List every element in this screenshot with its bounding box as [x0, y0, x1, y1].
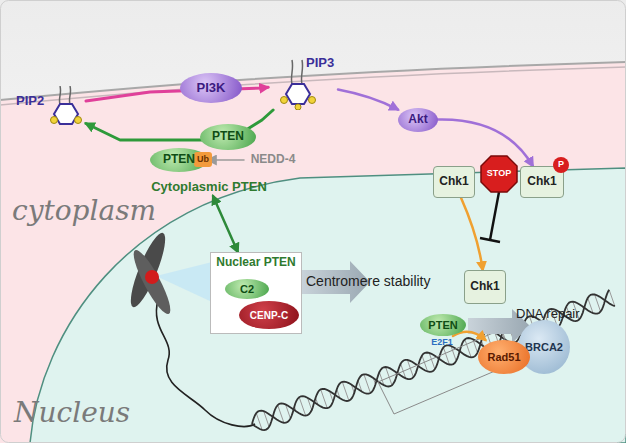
- centromere: [145, 270, 159, 284]
- chromatid: [128, 246, 176, 317]
- dna-strand: [252, 294, 615, 424]
- molecule-node: Cytoplasmic PTEN: [146, 178, 272, 196]
- dna-helix: [252, 290, 615, 430]
- molecule-node: PIP3: [268, 56, 338, 110]
- node-text: CENP-C: [250, 310, 288, 321]
- pathway-arrow: [438, 119, 533, 166]
- molecule-node: PTEN: [200, 124, 256, 150]
- molecule-node: STOP: [480, 155, 518, 193]
- pathway-arrow: [338, 90, 398, 110]
- base-pair: [342, 382, 349, 401]
- dna-strand: [252, 290, 609, 430]
- molecule-node: PI3K: [180, 73, 242, 103]
- molecule-node: PTEN: [420, 314, 466, 336]
- node-text: PIP2: [16, 94, 44, 108]
- text-label: cytoplasm: [12, 194, 156, 227]
- molecule-node: Rad51: [478, 340, 530, 374]
- pathway-arrow: [208, 159, 244, 161]
- node-text: PIP3: [306, 56, 334, 70]
- node-text: C2: [240, 283, 254, 295]
- molecule-node: Chk1: [464, 270, 506, 304]
- node-text: Chk1: [527, 175, 556, 188]
- molecule-node: Ub: [194, 152, 212, 167]
- inhibition-bar: [480, 238, 500, 242]
- text-label: DNA repair: [516, 306, 580, 321]
- molecule-node: C2: [225, 279, 269, 299]
- node-text: PI3K: [197, 81, 226, 95]
- molecule-node: NEDD-4: [244, 152, 302, 168]
- molecule-node: PIP2: [14, 86, 86, 126]
- node-text: Akt: [408, 113, 427, 126]
- base-pair: [321, 389, 328, 408]
- text-label: Centromere stability: [306, 273, 431, 289]
- node-text: Nuclear PTEN: [216, 256, 295, 269]
- stop-pole: [490, 192, 499, 240]
- node-text: Ub: [197, 155, 209, 165]
- node-text: STOP: [487, 169, 511, 179]
- node-text: BRCA2: [525, 341, 563, 353]
- node-text: PTEN: [212, 130, 244, 143]
- node-text: Chk1: [470, 280, 499, 293]
- base-pair: [364, 374, 371, 393]
- molecule-node: E2F1: [424, 336, 460, 349]
- node-text: E2F1: [431, 338, 453, 348]
- text-label: Nucleus: [14, 396, 130, 429]
- node-text: Rad51: [487, 351, 520, 363]
- node-text: PTEN: [163, 153, 195, 166]
- molecule-node: CENP-C: [239, 301, 299, 329]
- molecule-node: Nuclear PTEN C2CENP-C: [210, 252, 302, 334]
- cytoplasm-area: [0, 62, 626, 443]
- molecule-node: PTENUb: [150, 148, 208, 172]
- node-text: Cytoplasmic PTEN: [151, 180, 267, 194]
- pathway-arrow: [213, 196, 238, 252]
- molecule-node: P: [553, 157, 569, 173]
- node-text: PTEN: [428, 319, 457, 331]
- molecule-node: Chk1: [433, 166, 475, 198]
- molecule-node: Chk1P: [520, 166, 564, 198]
- node-text: P: [558, 160, 564, 170]
- cell-membrane-inner: [0, 67, 626, 105]
- pathway-arrow: [461, 198, 483, 270]
- node-text: Chk1: [439, 175, 468, 188]
- molecule-node: Akt: [398, 108, 438, 132]
- node-text: NEDD-4: [251, 153, 296, 166]
